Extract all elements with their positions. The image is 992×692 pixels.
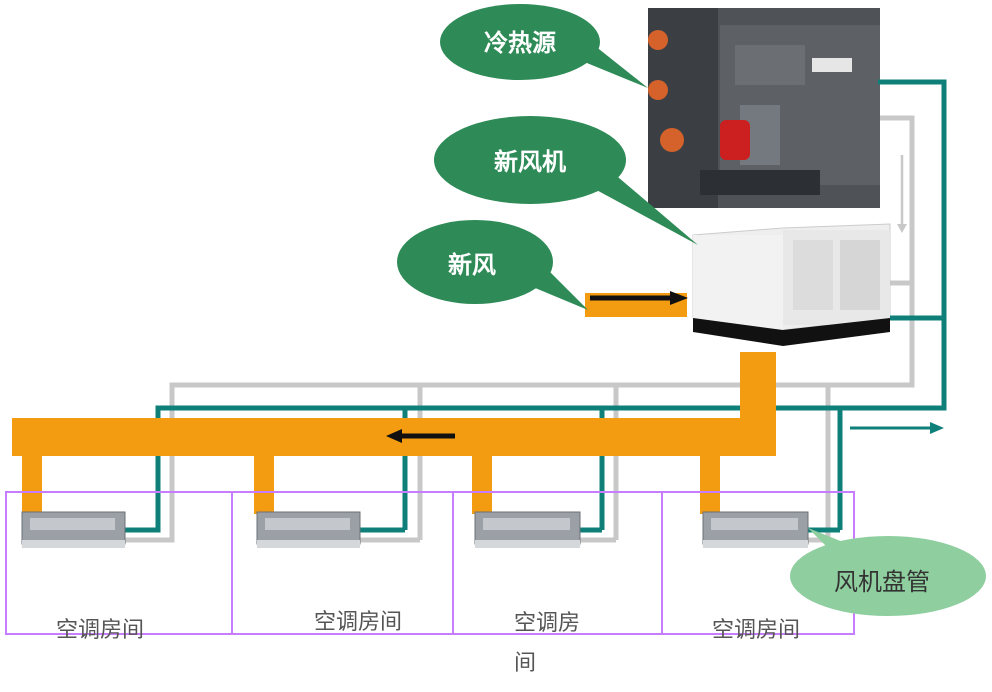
gray-return-pipes	[125, 115, 915, 543]
fresh-air-duct	[12, 293, 776, 514]
room-label-1: 空调房间	[56, 618, 145, 643]
room-label-4: 空调房间	[712, 618, 801, 643]
fan-coil-unit-1	[21, 511, 126, 548]
callout-fresh-air-unit: 新风机	[434, 116, 698, 245]
heat-source-unit	[648, 8, 880, 208]
fan-coil-unit-2	[256, 511, 361, 548]
callout-fan-coil-text: 风机盘管	[834, 568, 930, 596]
room-label-3: 空调房 间	[514, 611, 581, 676]
callout-fresh-air: 新风	[397, 220, 588, 310]
callout-fresh-air-text: 新风	[448, 251, 496, 279]
callout-fan-coil	[790, 528, 986, 616]
fresh-air-arrow-head	[670, 291, 688, 305]
fresh-air-unit	[692, 223, 891, 346]
callout-fresh-air-unit-text: 新风机	[494, 148, 566, 176]
duct-flow-arrow-head	[386, 429, 402, 443]
callout-heat-source-text: 冷热源	[484, 29, 556, 57]
room-label-2: 空调房间	[314, 610, 403, 635]
return-arrow-head	[930, 422, 944, 434]
gray-arrow-head	[897, 224, 907, 233]
fan-coil-unit-3	[474, 511, 581, 548]
callout-heat-source: 冷热源	[440, 4, 648, 88]
fan-coil-unit-4	[702, 511, 809, 548]
